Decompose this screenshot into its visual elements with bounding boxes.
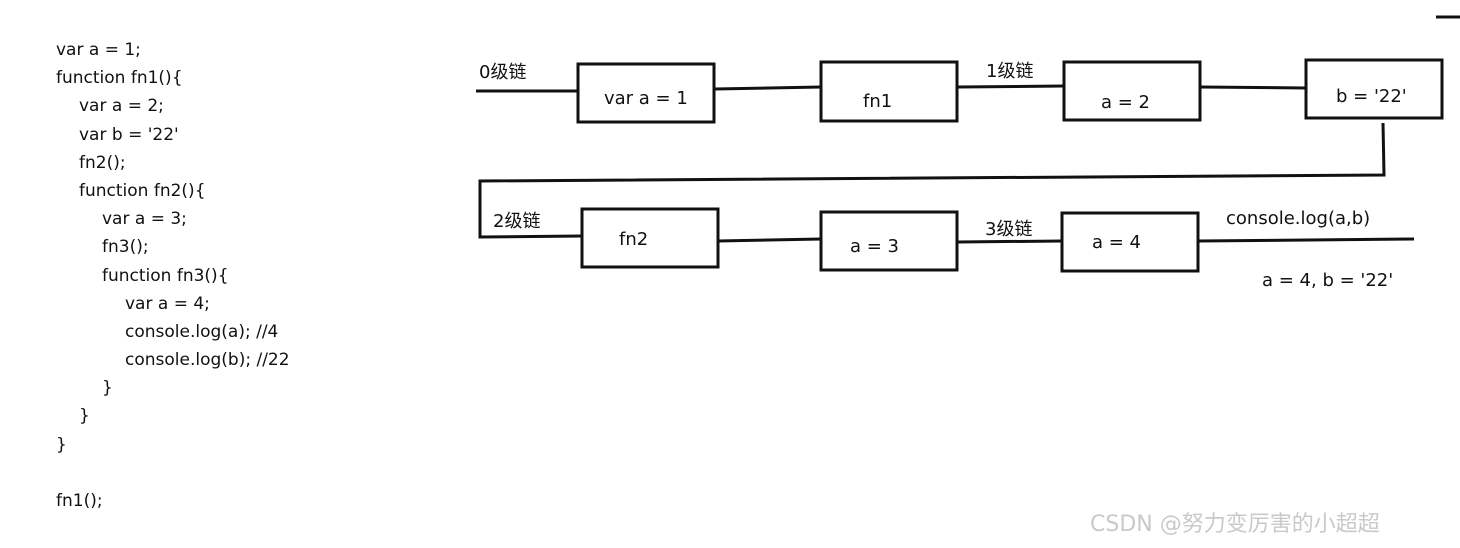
code-line: } xyxy=(79,406,90,427)
box-fn1 xyxy=(819,60,959,123)
code-line: fn2(); xyxy=(79,152,126,173)
box-var-a-1 xyxy=(576,62,716,124)
box-a-4 xyxy=(1060,211,1200,273)
code-line: function fn1(){ xyxy=(56,68,183,89)
chain-line-level3 xyxy=(957,239,1063,244)
code-line: function fn2(){ xyxy=(79,180,206,201)
chain-label-level3: 3级链 xyxy=(985,219,1032,240)
box-a-4-label: a = 4 xyxy=(1092,232,1141,253)
box-fn1-label: fn1 xyxy=(863,91,892,112)
chain-label-level2: 2级链 xyxy=(493,211,540,232)
box-a-3 xyxy=(819,210,959,272)
code-line: } xyxy=(56,434,67,455)
console-log-label: console.log(a,b) xyxy=(1226,208,1370,229)
connector-3 xyxy=(1200,85,1307,90)
chain-line-level1 xyxy=(957,84,1065,89)
box-var-a-1-label: var a = 1 xyxy=(604,88,688,109)
code-line: } xyxy=(102,378,113,399)
code-line: fn1(); xyxy=(56,491,103,511)
code-line: console.log(b); //22 xyxy=(125,350,290,371)
code-line: var a = 4; xyxy=(125,293,210,314)
output-line xyxy=(1197,237,1415,243)
code-block: var a = 1; function fn1(){ var a = 2; var b… xyxy=(56,36,290,515)
connector-5 xyxy=(717,237,822,243)
code-line: var a = 3; xyxy=(102,209,187,230)
code-line: console.log(a); //4 xyxy=(125,321,279,342)
watermark: CSDN @努力变厉害的小超超 xyxy=(1090,512,1380,537)
code-line: function fn3(){ xyxy=(102,265,229,286)
link-row1-to-row2 xyxy=(478,122,1386,239)
chain-label-level1: 1级链 xyxy=(986,61,1033,82)
box-fn2-label: fn2 xyxy=(619,229,648,250)
box-a-3-label: a = 3 xyxy=(850,236,899,257)
chain-label-level0: 0级链 xyxy=(479,62,526,83)
connector-1 xyxy=(714,85,822,91)
box-a-2 xyxy=(1062,60,1202,122)
box-b-22-label: b = '22' xyxy=(1336,86,1407,107)
code-line: var a = 2; xyxy=(79,96,164,117)
box-b-22 xyxy=(1304,58,1444,120)
code-line: fn3(); xyxy=(102,237,149,258)
box-fn2 xyxy=(580,207,720,269)
code-line: var b = '22' xyxy=(79,124,179,145)
box-a-2-label: a = 2 xyxy=(1101,92,1150,113)
code-line: var a = 1; xyxy=(56,40,141,60)
result-text: a = 4, b = '22' xyxy=(1262,270,1393,291)
